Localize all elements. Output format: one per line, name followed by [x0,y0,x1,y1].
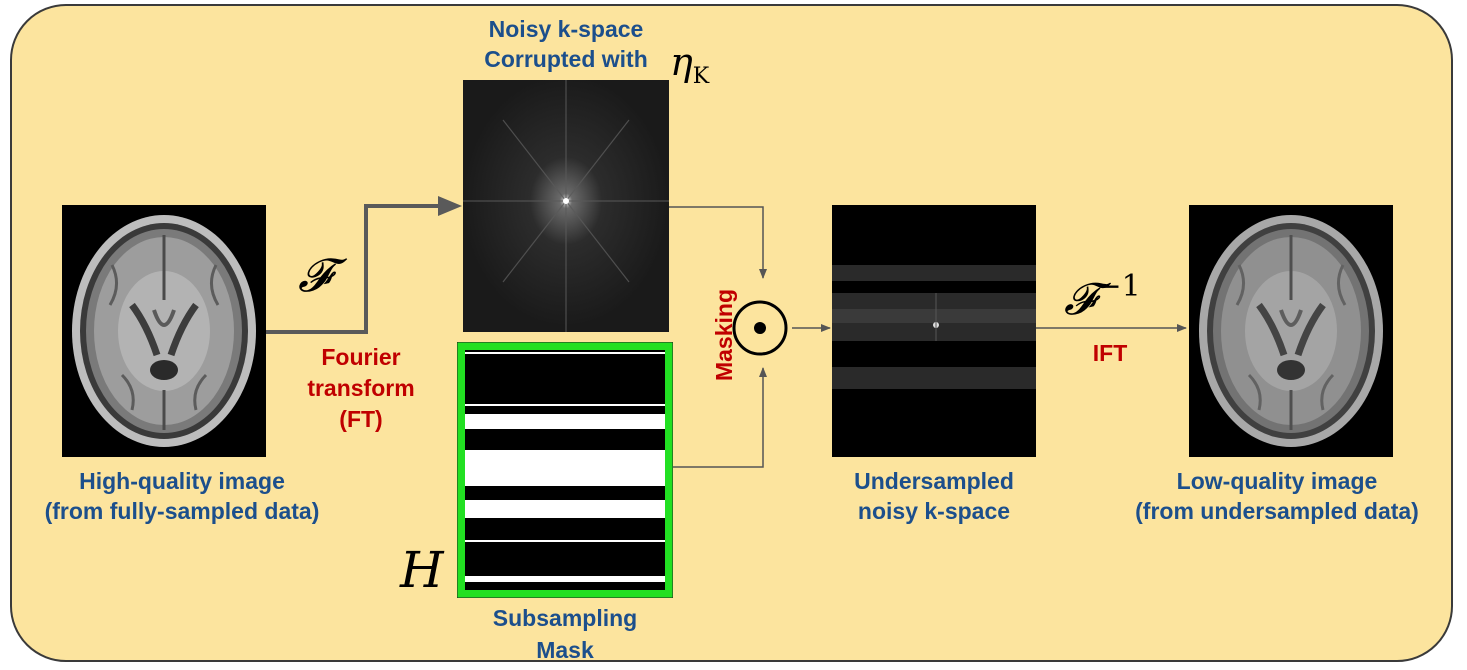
undersampled-caption-line1: Undersampled [854,468,1014,494]
undersampled-kspace-image [832,205,1036,457]
output-image-caption: Low-quality image (from undersampled dat… [1097,466,1457,526]
undersampled-caption-line2: noisy k-space [857,498,1011,524]
mask-caption: Subsampling Mask [440,602,690,666]
forward-fourier-symbol: 𝓕 [298,248,332,302]
fourier-label-line1: Fourier [321,344,401,370]
output-image-caption-line1: Low-quality image [1176,468,1378,494]
masking-label: Masking [711,288,737,382]
fourier-transform-label: Fourier transform (FT) [288,342,434,435]
high-quality-brain-image [62,205,266,457]
mask-caption-line2: Mask [536,637,594,663]
ift-label: IFT [1092,340,1128,366]
input-image-caption: High-quality image (from fully-sampled d… [0,466,364,526]
noisy-kspace-caption-line1: Noisy k-space [488,16,644,42]
inverse-fourier-f: 𝓕 [1064,274,1097,325]
input-image-caption-line2: (from fully-sampled data) [44,498,320,524]
mask-caption-line1: Subsampling [492,605,638,631]
noise-subscript: K [692,64,710,89]
inverse-fourier-exponent: −1 [1096,269,1141,304]
fourier-label-line2: transform [307,375,415,401]
noise-eta: η [670,40,693,84]
subsampling-mask-image [457,342,673,598]
low-quality-brain-image [1189,205,1393,457]
mask-symbol: H [400,541,444,599]
noise-symbol: ηK [670,42,709,97]
noisy-kspace-caption: Noisy k-space Corrupted with [440,14,692,74]
noisy-kspace-caption-line2: Corrupted with [484,46,648,72]
undersampled-caption: Undersampled noisy k-space [812,466,1056,526]
noisy-kspace-image [463,80,669,332]
fourier-label-line3: (FT) [339,406,383,432]
output-image-caption-line2: (from undersampled data) [1135,498,1419,524]
inverse-fourier-symbol: 𝓕−1 [1064,262,1141,325]
input-image-caption-line1: High-quality image [79,468,285,494]
